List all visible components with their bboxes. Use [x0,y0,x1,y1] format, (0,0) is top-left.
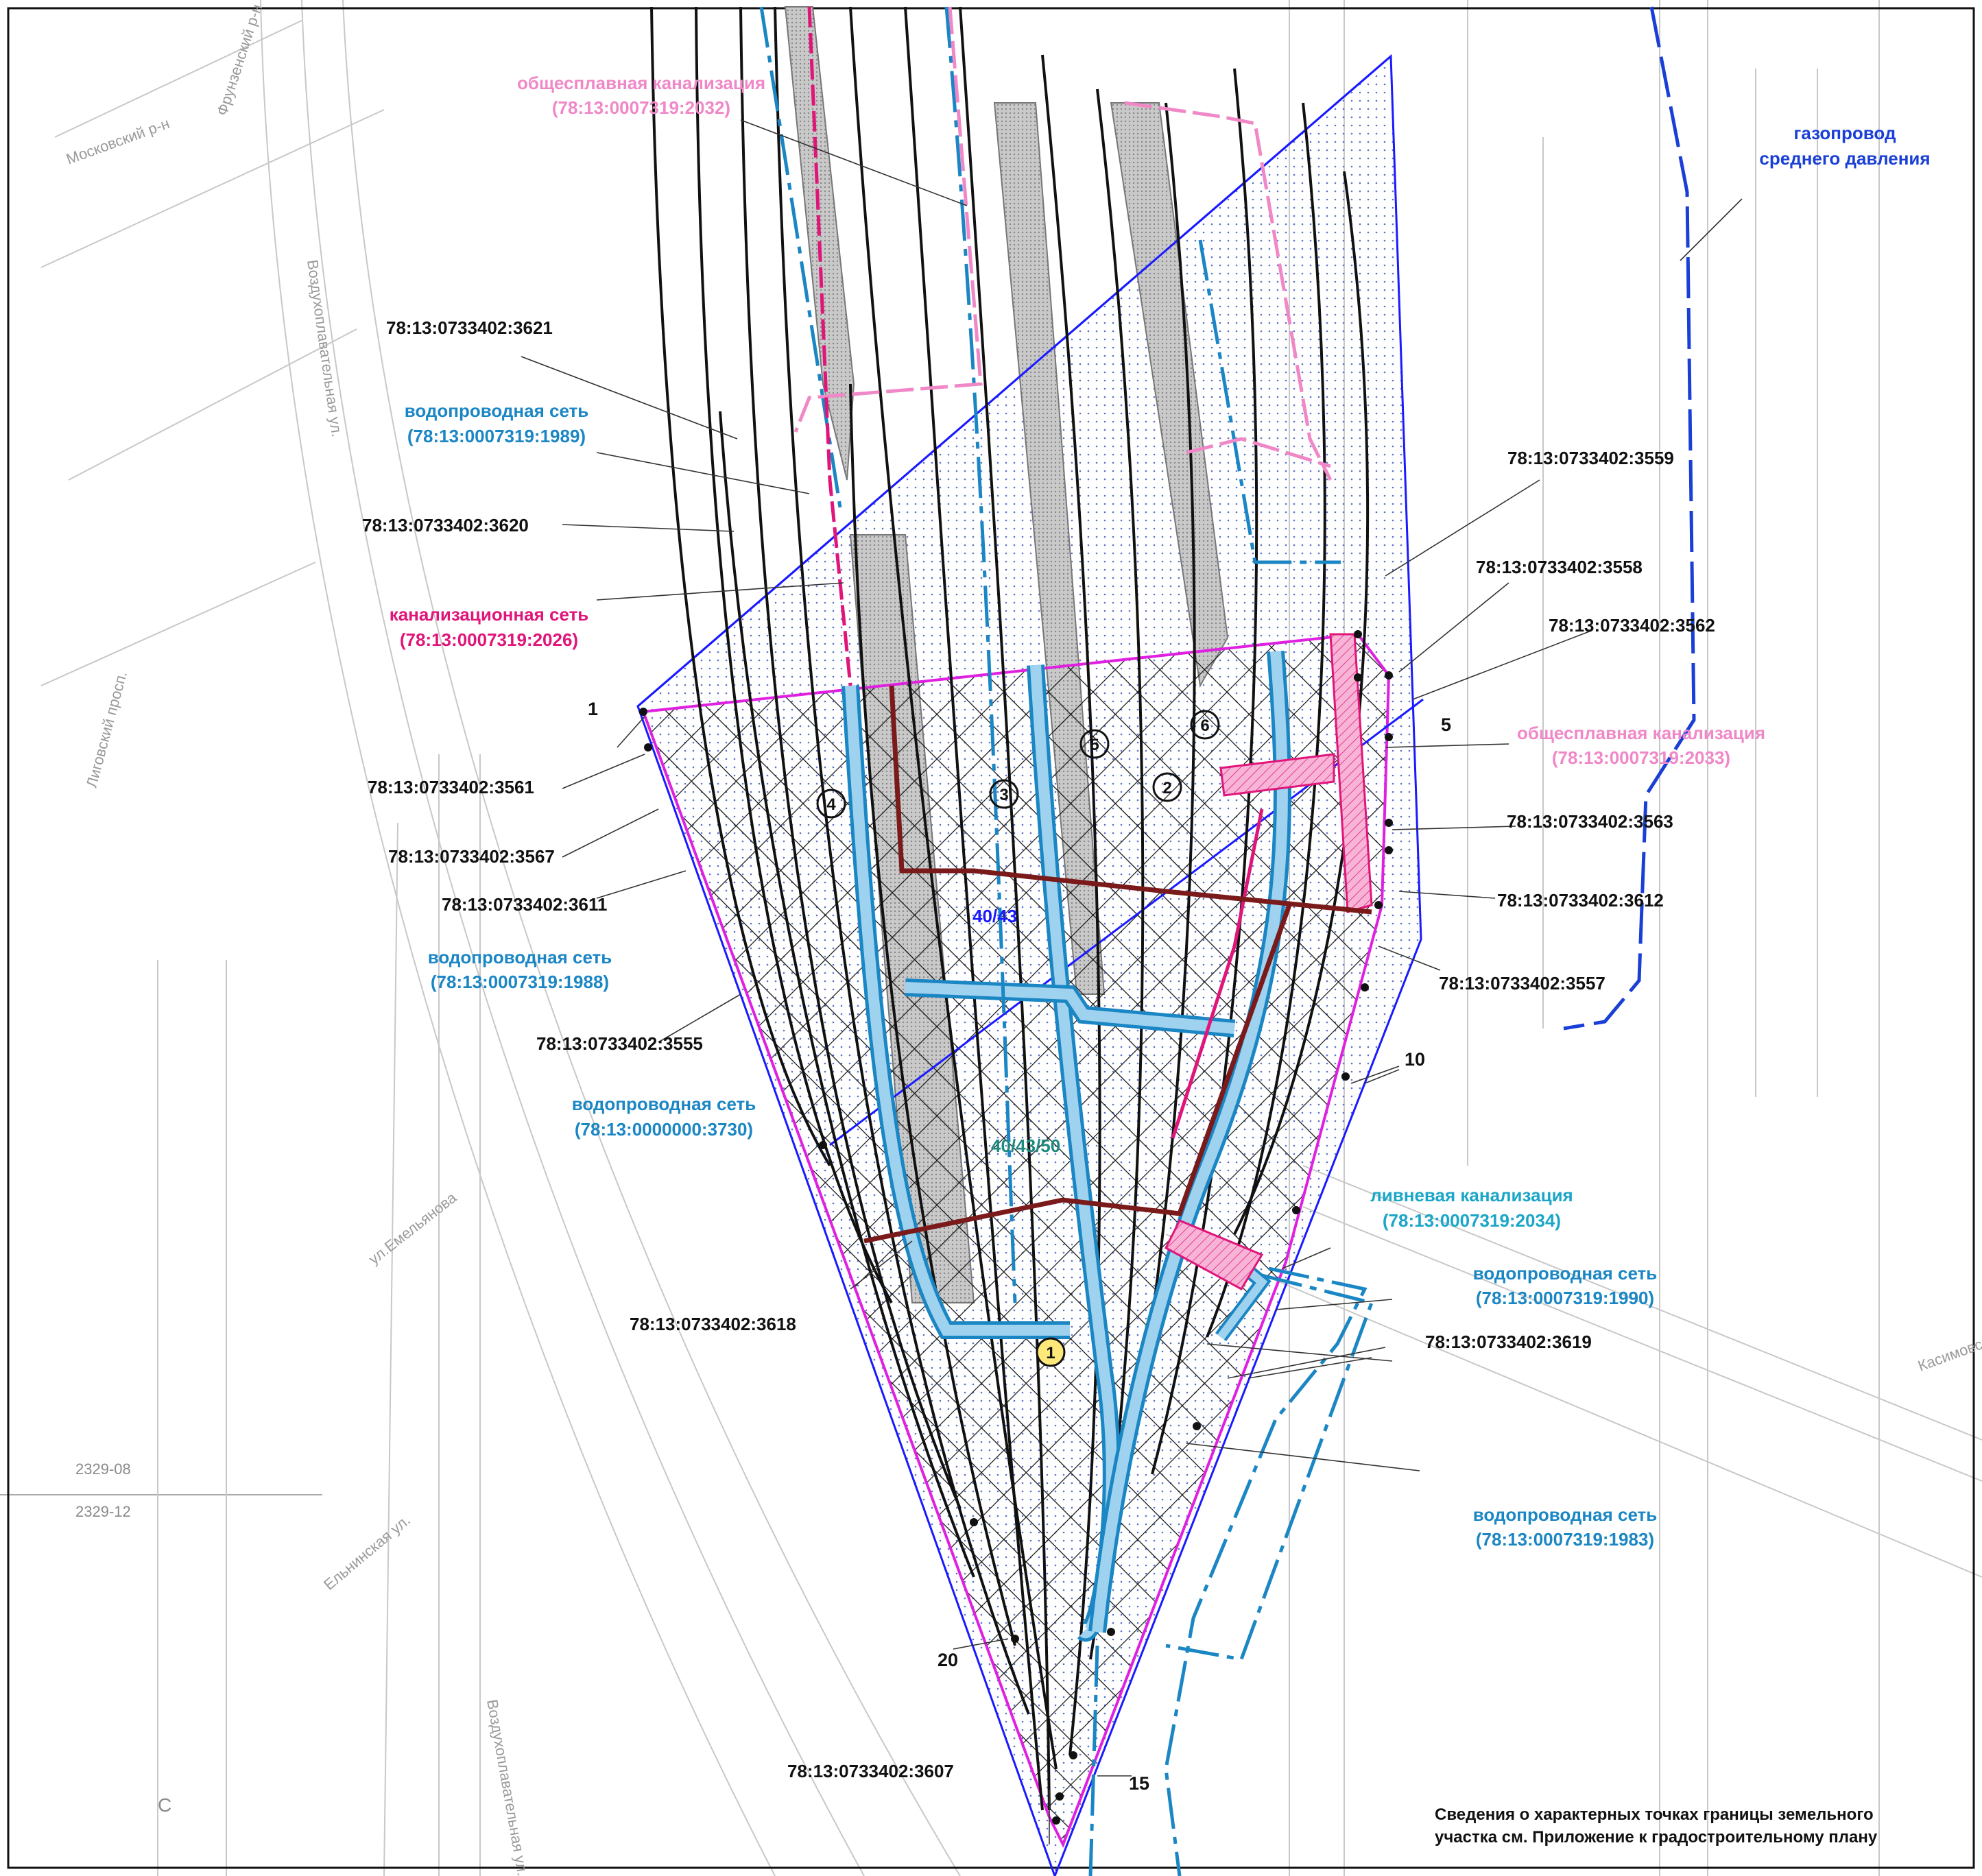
zone-label-40-43-50: 40/43/50 [991,1135,1060,1156]
sewer-2032-name: общесплавная канализация [517,73,765,93]
parcel-3559: 78:13:0733402:3559 [1507,448,1674,468]
circle-6-label: 6 [1200,717,1209,735]
water-1990-name: водопроводная сеть [1473,1263,1658,1284]
water-3730-code: (78:13:0000000:3730) [575,1119,753,1140]
street-ligovsky: Лиговский просп. [83,669,130,789]
point-5: 5 [1441,714,1451,735]
sewer-hatched-areas [1165,633,1373,1291]
gas-pipeline [1563,6,1696,1031]
circle-3-label: 3 [999,786,1008,804]
brown-boundaries [863,685,1372,1244]
note-line-1: Сведения о характерных точках границы зе… [1435,1805,1874,1824]
parcel-3555: 78:13:0733402:3555 [536,1033,703,1054]
street-elninskaya: Ельнинская ул. [320,1511,414,1594]
street-frunzensky: Фрунзенский р-н [213,2,265,118]
point-15: 15 [1129,1773,1149,1794]
water-1983-code: (78:13:0007319:1983) [1476,1529,1654,1550]
sewer-red-lines [807,6,1264,1139]
point-1: 1 [588,699,598,719]
parcel-3558: 78:13:0733402:3558 [1476,557,1643,577]
point-10: 10 [1405,1049,1425,1070]
parcel-3619: 78:13:0733402:3619 [1425,1332,1592,1352]
circle-4-label: 4 [826,795,836,814]
storm-2034-code: (78:13:0007319:2034) [1383,1210,1561,1231]
parcel-3563: 78:13:0733402:3563 [1507,811,1673,832]
water-1988-name: водопроводная сеть [428,947,612,967]
parcel-3562: 78:13:0733402:3562 [1549,615,1715,636]
sheet-c: С [158,1794,171,1816]
parcel-3618: 78:13:0733402:3618 [630,1314,796,1334]
water-1989-name: водопроводная сеть [405,400,589,421]
gas-line1: газопровод [1794,123,1896,143]
street-moskovsky: Московский р-н [64,115,171,168]
water-1983-name: водопроводная сеть [1473,1504,1658,1525]
street-vozdukh-1: Воздухоплавательная ул. [304,258,346,438]
water-pipes [841,650,1291,1642]
sewer-2032-code: (78:13:0007319:2032) [552,97,730,118]
boundary-vertices [639,630,1393,1825]
zone-label-40-43: 40/43 [972,906,1017,926]
sheet-2329-08: 2329-08 [75,1460,131,1478]
parcel-3612: 78:13:0733402:3612 [1497,890,1664,911]
parcel-3620: 78:13:0733402:3620 [362,515,529,536]
water-1988-code: (78:13:0007319:1988) [431,972,609,992]
gas-line2: среднего давления [1759,148,1930,169]
map-frame [7,7,1975,1869]
combined-sewer-lines [793,6,1333,481]
parcel-3557: 78:13:0733402:3557 [1439,973,1605,994]
street-kasimovskaya: Касимовская [1915,1327,1982,1375]
sewer-2026-code: (78:13:0007319:2026) [400,629,578,650]
sheet-2329-12: 2329-12 [75,1503,131,1520]
water-1989-code: (78:13:0007319:1989) [407,426,586,446]
street-emelyanova: ул.Емельянова [366,1188,460,1268]
parcel-3611: 78:13:0733402:3611 [442,894,607,915]
circle-1-label: 1 [1046,1344,1055,1362]
leader-lines [521,119,1743,1844]
circle-2-label: 2 [1162,779,1171,797]
parcel-3561: 78:13:0733402:3561 [368,777,534,797]
parcel-3621: 78:13:0733402:3621 [386,317,553,338]
storm-2034-name: ливневая канализация [1370,1185,1573,1205]
parcel-3607: 78:13:0733402:3607 [787,1761,954,1781]
street-vozdukh-2: Воздухоплавательная ул. [483,1698,532,1876]
parcel-3567: 78:13:0733402:3567 [388,846,555,867]
sewer-2033-name: общесплавная канализация [1517,723,1765,743]
point-20: 20 [938,1650,958,1670]
water-3730-name: водопроводная сеть [572,1094,756,1114]
circle-5-label: 5 [1090,736,1099,754]
sewer-2026-name: канализационная сеть [390,604,589,625]
sewer-2033-code: (78:13:0007319:2033) [1552,747,1730,768]
water-1990-code: (78:13:0007319:1990) [1476,1288,1654,1308]
railway-tracks [650,6,1370,1811]
note-line-2: участка см. Приложение к градостроительн… [1435,1828,1878,1847]
circled-markers [816,710,1220,1367]
